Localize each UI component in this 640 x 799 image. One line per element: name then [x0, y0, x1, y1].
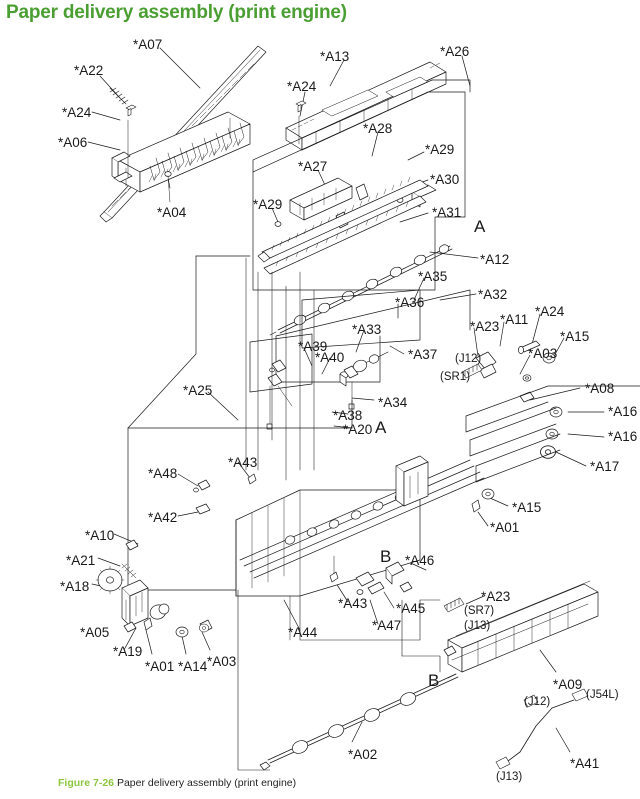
- callout-label-a37: *A37: [408, 347, 438, 362]
- figure-caption-text: Paper delivery assembly (print engine): [114, 777, 297, 789]
- callout-label-sr1: (SR1): [440, 371, 471, 383]
- callout-label-a39: *A39: [298, 339, 328, 354]
- callout-label-j12-sr1: (J12): [455, 353, 482, 365]
- callout-label-a45: *A45: [396, 601, 426, 616]
- callout-label-a18: *A18: [60, 579, 90, 594]
- callout-label-a08: *A08: [585, 381, 615, 396]
- callout-label-a02: *A02: [348, 747, 378, 762]
- callout-label-j13-sr7: (J13): [464, 620, 491, 632]
- callout-label-a36: *A36: [395, 295, 425, 310]
- callout-label-a34: *A34: [378, 395, 408, 410]
- callout-label-a01-left: *A01: [145, 659, 175, 674]
- callout-label-a30: *A30: [430, 172, 460, 187]
- callout-label-a05: *A05: [80, 625, 110, 640]
- callout-label-a13: *A13: [320, 49, 350, 64]
- callout-label-a12: *A12: [480, 252, 510, 267]
- figure-caption: Figure 7-26 Paper delivery assembly (pri…: [58, 777, 296, 789]
- callout-label-a24-left: *A24: [62, 105, 92, 120]
- callout-label-a32: *A32: [478, 287, 508, 302]
- callout-label-a06: *A06: [58, 135, 88, 150]
- page-title: Paper delivery assembly (print engine): [6, 2, 347, 23]
- callout-label-a33: *A33: [352, 322, 382, 337]
- callout-label-a42: *A42: [148, 510, 178, 525]
- callout-label-a44: *A44: [288, 625, 318, 640]
- callout-label-a14: *A14: [178, 659, 208, 674]
- callout-label-a24-top-right: *A24: [287, 79, 317, 94]
- callout-label-a28: *A28: [363, 121, 393, 136]
- callout-label-a22: *A22: [74, 63, 104, 78]
- callout-label-a46: *A46: [405, 553, 435, 568]
- callout-label-a17: *A17: [590, 459, 620, 474]
- callout-label-a16-lower: *A16: [608, 429, 638, 444]
- callout-label-a47: *A47: [372, 618, 402, 633]
- callout-label-a09: *A09: [553, 677, 583, 692]
- callout-label-b-marker-mid: B: [380, 547, 392, 566]
- callout-label-a15-upper: *A15: [560, 329, 590, 344]
- callout-label-a24-right: *A24: [535, 304, 565, 319]
- callout-label-a03-upper: *A03: [528, 346, 558, 361]
- callout-label-a38: *A38: [333, 408, 363, 423]
- callout-label-a23-lower: *A23: [481, 589, 511, 604]
- callout-label-a23-upper: *A23: [470, 319, 500, 334]
- callout-label-j12-lower: (J12): [524, 696, 551, 708]
- callout-label-a26: *A26: [440, 44, 470, 59]
- callout-label-sr7: (SR7): [464, 605, 495, 617]
- callout-label-a01-right: *A01: [490, 520, 520, 535]
- callout-label-a48: *A48: [148, 466, 178, 481]
- figure-number: Figure 7-26: [58, 777, 115, 789]
- callout-label-a43-upper: *A43: [228, 455, 258, 470]
- callout-label-a16-upper: *A16: [608, 404, 638, 419]
- callout-label-a07: *A07: [133, 37, 163, 52]
- callout-label-a40: *A40: [315, 350, 345, 365]
- callout-label-a15-lower: *A15: [512, 500, 542, 515]
- callout-label-a43-lower: *A43: [338, 596, 368, 611]
- callout-label-b-marker-lower: B: [428, 671, 440, 690]
- callout-label-a20: *A20: [343, 422, 373, 437]
- callout-label-a21: *A21: [66, 553, 96, 568]
- callout-label-a04: *A04: [157, 205, 187, 220]
- callout-label-a-marker-right: A: [474, 217, 486, 236]
- callout-label-a29-right: *A29: [425, 142, 455, 157]
- callout-label-j54l: (J54L): [586, 689, 619, 701]
- callout-label-j13-lower: (J13): [496, 771, 523, 783]
- callout-label-a25: *A25: [183, 383, 213, 398]
- callout-label-a03-left: *A03: [207, 654, 237, 669]
- callout-label-a19: *A19: [113, 644, 143, 659]
- callout-label-a29-left: *A29: [253, 197, 283, 212]
- callout-label-a31: *A31: [432, 205, 462, 220]
- callout-label-a-marker-mid: A: [375, 418, 387, 437]
- callout-label-a11: *A11: [500, 312, 529, 327]
- callout-label-a10: *A10: [85, 528, 115, 543]
- callout-label-a35: *A35: [418, 269, 448, 284]
- callout-label-a27: *A27: [298, 159, 328, 174]
- callout-label-a41: *A41: [570, 756, 600, 771]
